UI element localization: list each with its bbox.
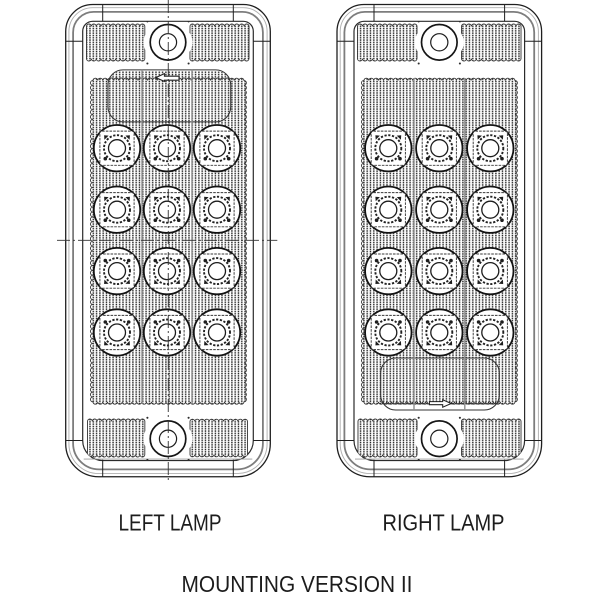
svg-text:RIGHT LAMP: RIGHT LAMP (383, 509, 505, 535)
svg-text:MOUNTING VERSION II: MOUNTING VERSION II (182, 571, 413, 597)
svg-text:LEFT LAMP: LEFT LAMP (119, 509, 222, 535)
